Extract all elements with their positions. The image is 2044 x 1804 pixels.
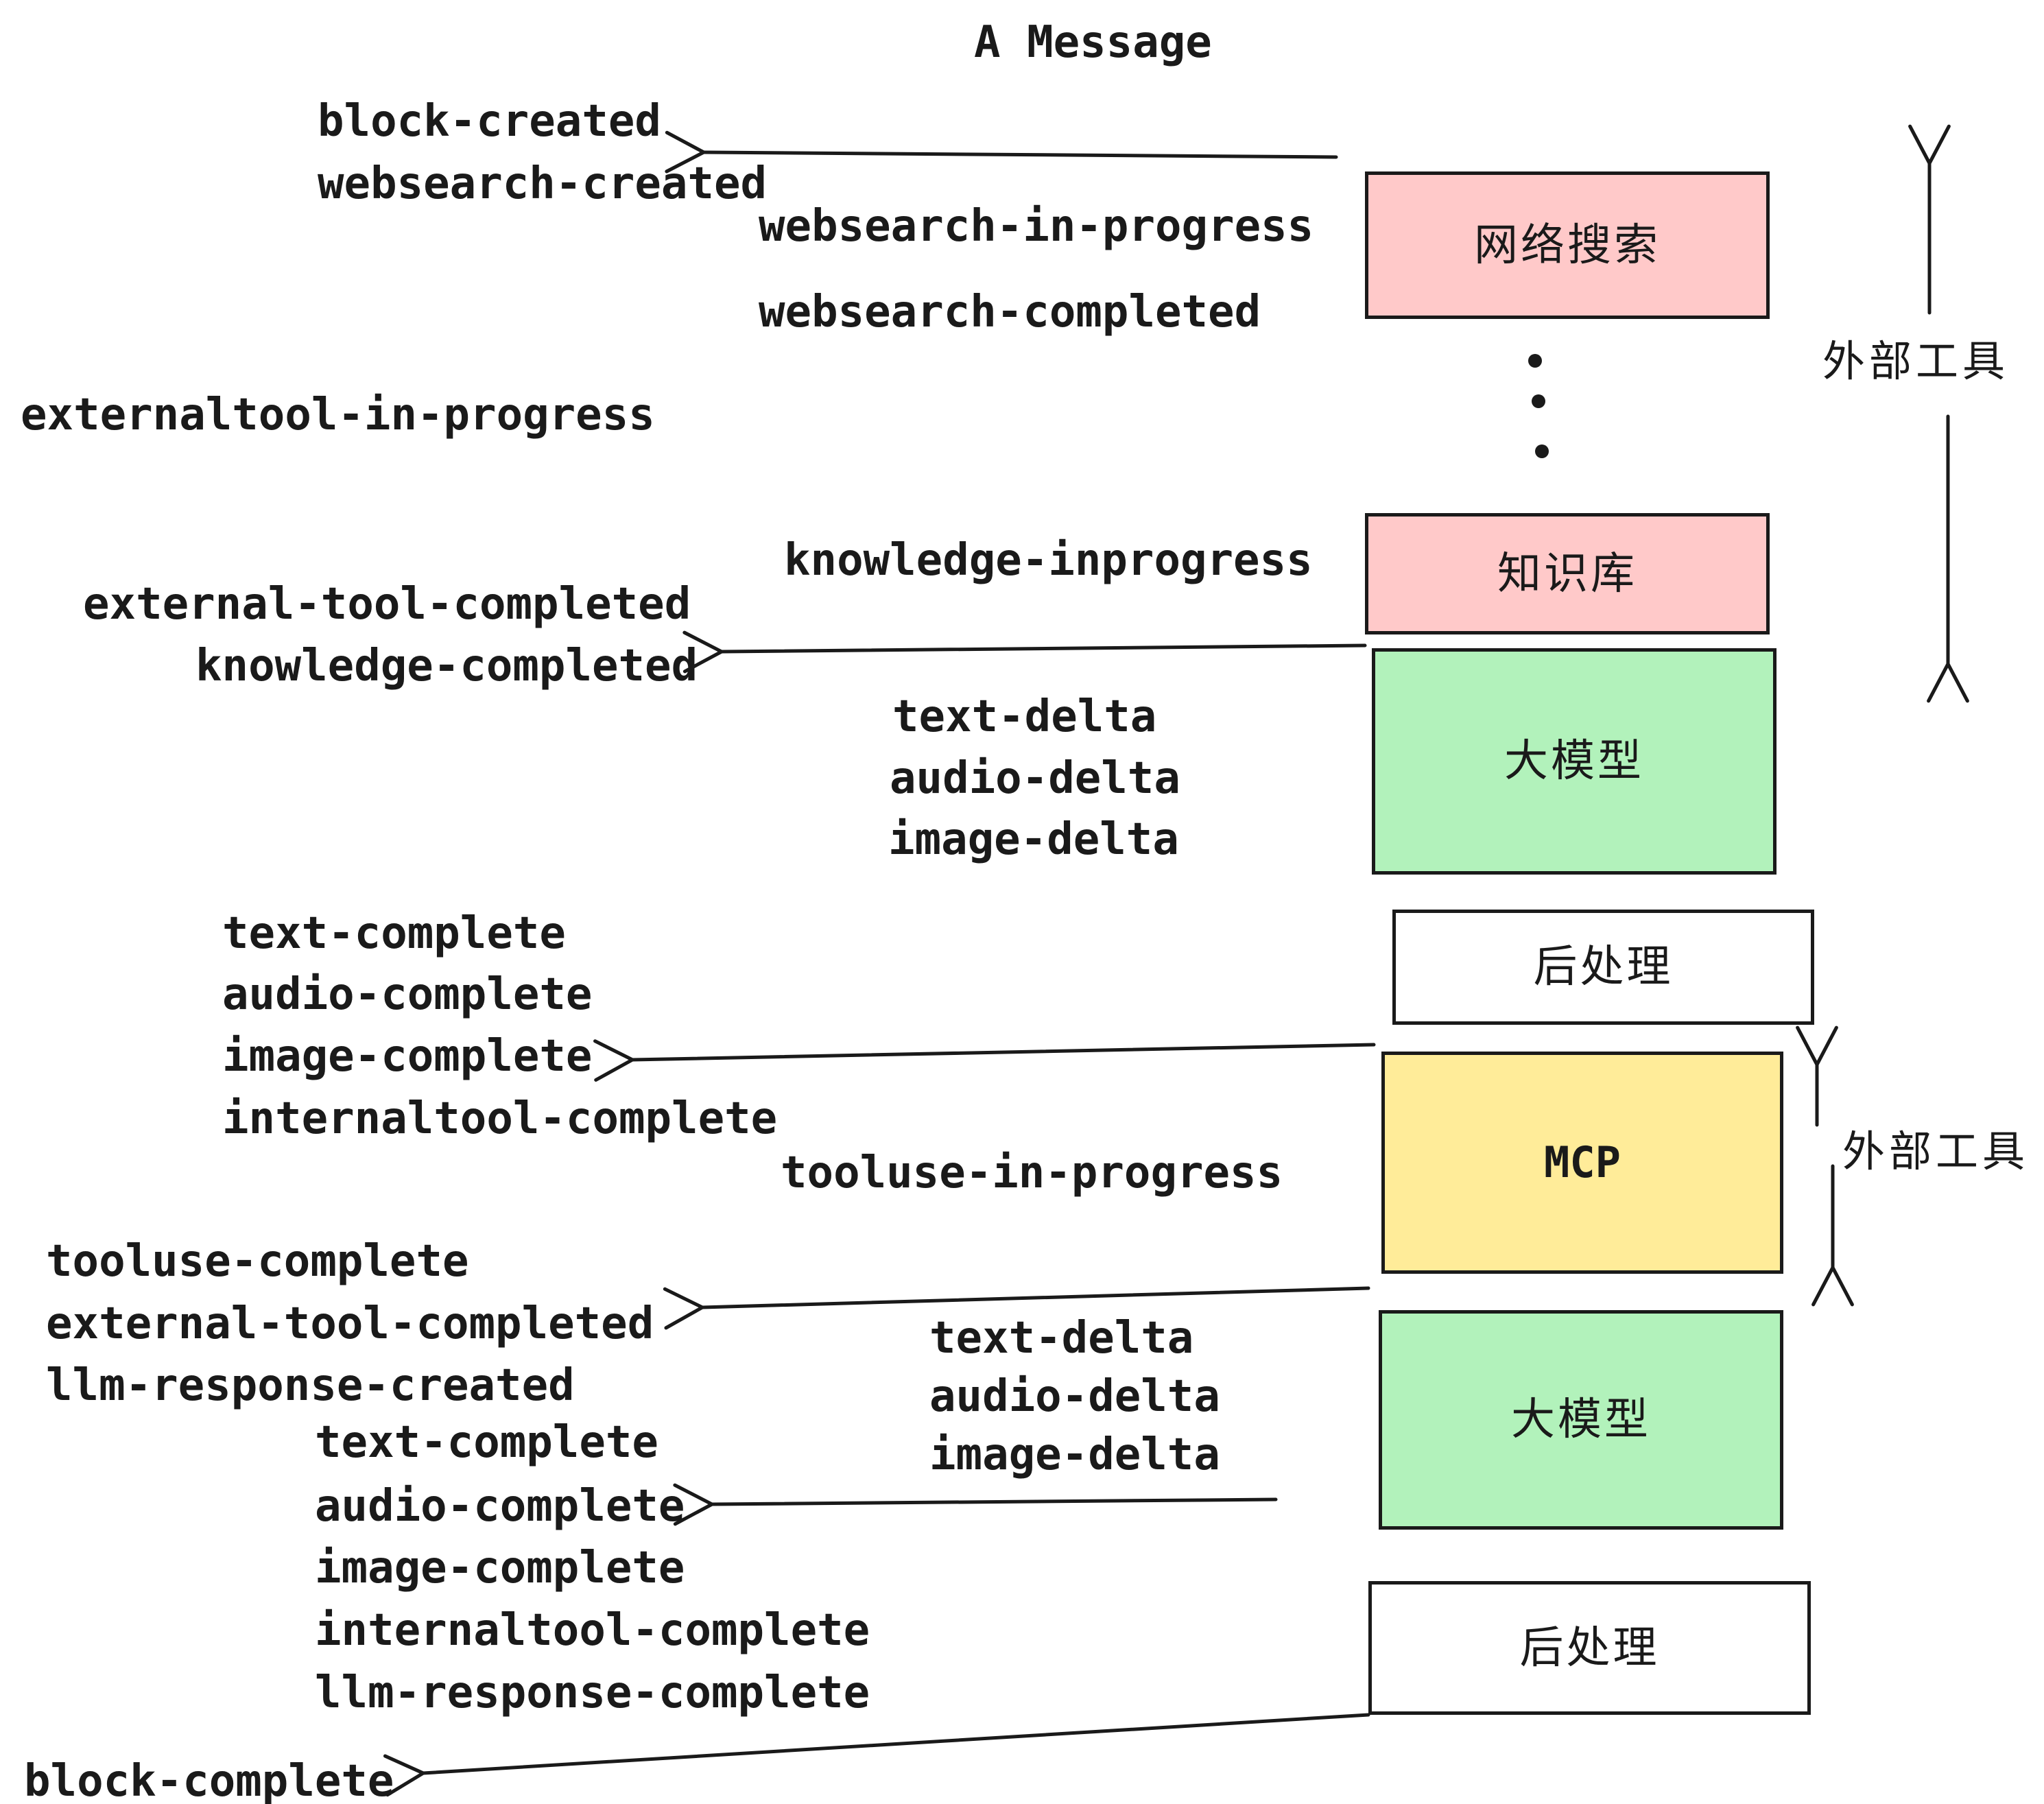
event-label-image-complete: image-complete [222, 1031, 593, 1082]
arrow-internal-complete-1 [593, 1039, 1376, 1082]
event-label-text-complete-2: text-complete [315, 1417, 658, 1468]
arrow-audio-complete [673, 1483, 1278, 1526]
event-label-external-tool-completed-2: external-tool-completed [46, 1298, 654, 1349]
event-label-image-complete-2: image-complete [315, 1543, 685, 1593]
event-label-block-complete: block-complete [24, 1756, 394, 1804]
event-label-text-delta: text-delta [892, 691, 1157, 742]
vertical-ellipsis-icon [1528, 354, 1549, 458]
event-label-audio-complete: audio-complete [222, 969, 593, 1020]
event-label-externaltool-in-progress: externaltool-in-progress [21, 390, 655, 440]
event-label-block-created: block-created [318, 96, 661, 147]
event-label-audio-delta: audio-delta [890, 753, 1180, 804]
side-label-external-tools-1: 外部工具 [1822, 336, 2010, 386]
event-label-websearch-created: websearch-created [318, 158, 768, 209]
node-websearch-label: 网络搜索 [1474, 219, 1661, 271]
node-postprocess-2-label: 后处理 [1519, 1622, 1660, 1674]
event-label-llm-response-created: llm-response-created [46, 1360, 575, 1411]
node-postprocess-2: 后处理 [1368, 1581, 1811, 1715]
event-label-tooluse-complete: tooluse-complete [46, 1236, 469, 1287]
side-label-external-tools-2: 外部工具 [1842, 1126, 2030, 1176]
node-mcp-label: MCP [1544, 1137, 1621, 1187]
event-label-external-tool-completed: external-tool-completed [83, 579, 691, 630]
node-llm-2-label: 大模型 [1511, 1394, 1651, 1445]
event-label-audio-delta-2: audio-delta [929, 1371, 1220, 1422]
event-label-websearch-completed: websearch-completed [759, 287, 1261, 337]
node-llm-1-label: 大模型 [1504, 736, 1644, 787]
event-label-audio-complete-2: audio-complete [315, 1481, 685, 1532]
node-knowledge-label: 知识库 [1497, 548, 1637, 600]
diagram-title: A Message [974, 17, 1212, 68]
arrow-block-created [665, 130, 1338, 174]
event-label-image-delta: image-delta [888, 814, 1179, 865]
event-label-text-delta-2: text-delta [929, 1313, 1194, 1364]
event-label-text-complete: text-complete [222, 908, 566, 959]
node-mcp: MCP [1381, 1052, 1783, 1274]
node-llm-2: 大模型 [1379, 1310, 1783, 1530]
event-label-websearch-in-progress: websearch-in-progress [759, 201, 1314, 252]
node-postprocess-1: 后处理 [1392, 910, 1814, 1025]
node-websearch: 网络搜索 [1365, 171, 1770, 319]
event-label-llm-response-complete: llm-response-complete [315, 1667, 870, 1718]
event-label-internaltool-complete: internaltool-complete [222, 1093, 778, 1144]
arrow-block-complete [383, 1713, 1370, 1797]
node-llm-1: 大模型 [1372, 648, 1776, 875]
event-label-knowledge-inprogress: knowledge-inprogress [784, 535, 1313, 586]
event-label-internaltool-complete-2: internaltool-complete [315, 1605, 870, 1656]
event-label-tooluse-in-progress: tooluse-in-progress [781, 1148, 1283, 1198]
arrow-knowledge-completed [682, 630, 1367, 674]
event-label-image-delta-2: image-delta [929, 1429, 1220, 1480]
node-postprocess-1-label: 后处理 [1533, 942, 1674, 993]
arrow-tooluse-complete [663, 1286, 1370, 1330]
node-knowledge: 知识库 [1365, 513, 1770, 634]
event-label-knowledge-completed: knowledge-completed [195, 641, 698, 691]
